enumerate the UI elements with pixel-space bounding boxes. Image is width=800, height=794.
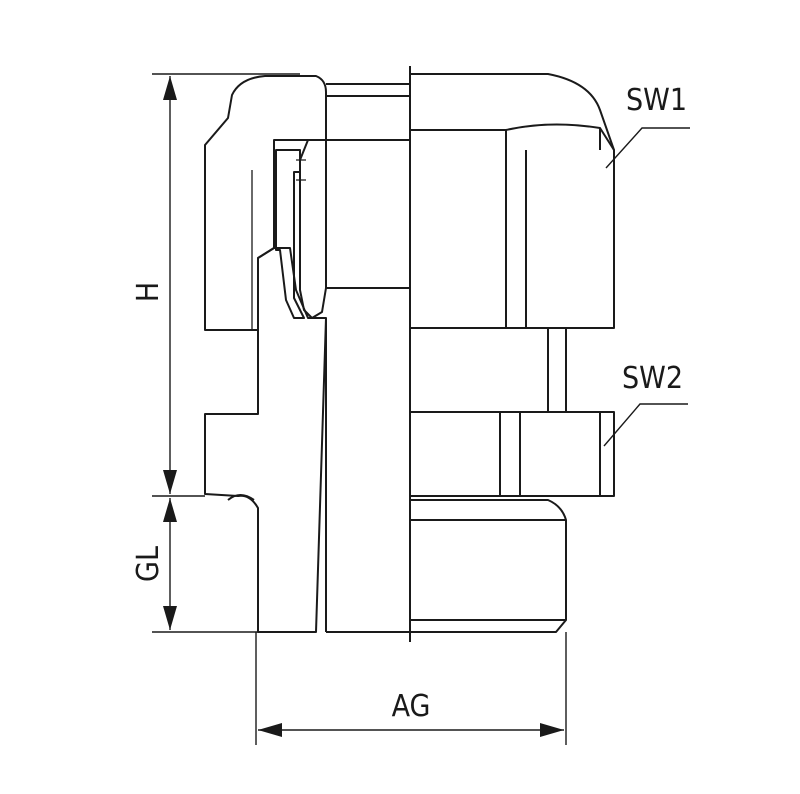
ag-label: AG [392, 689, 431, 724]
seal-insert [299, 139, 327, 319]
gl-arrow-top [163, 498, 177, 522]
ag-arrow-left [258, 723, 282, 737]
section-view [204, 75, 410, 633]
sw1-label: SW1 [626, 83, 687, 118]
sw2-leader [603, 403, 688, 447]
h-arrow-bottom [163, 470, 177, 494]
cap-hex-edges [410, 123, 615, 328]
dome-cap [410, 73, 615, 329]
gl-arrow-bottom [163, 606, 177, 630]
claw-detail [296, 159, 306, 181]
clamping-claw [275, 149, 305, 319]
exterior-view [410, 73, 615, 633]
cap-nut-section [204, 75, 327, 331]
dimension-lines [152, 73, 690, 745]
gl-label: GL [131, 546, 166, 582]
body-section [204, 247, 327, 633]
body-step [251, 170, 259, 414]
h-arrow-top [163, 76, 177, 100]
thread-exterior [410, 499, 567, 633]
sw1-leader [605, 127, 690, 169]
neck [547, 328, 567, 412]
ag-arrow-right [540, 723, 564, 737]
inner-bore [325, 83, 410, 633]
h-label: H [131, 282, 166, 302]
thread-groove [227, 494, 255, 501]
body-hex [410, 411, 615, 497]
sw2-label: SW2 [622, 361, 683, 396]
